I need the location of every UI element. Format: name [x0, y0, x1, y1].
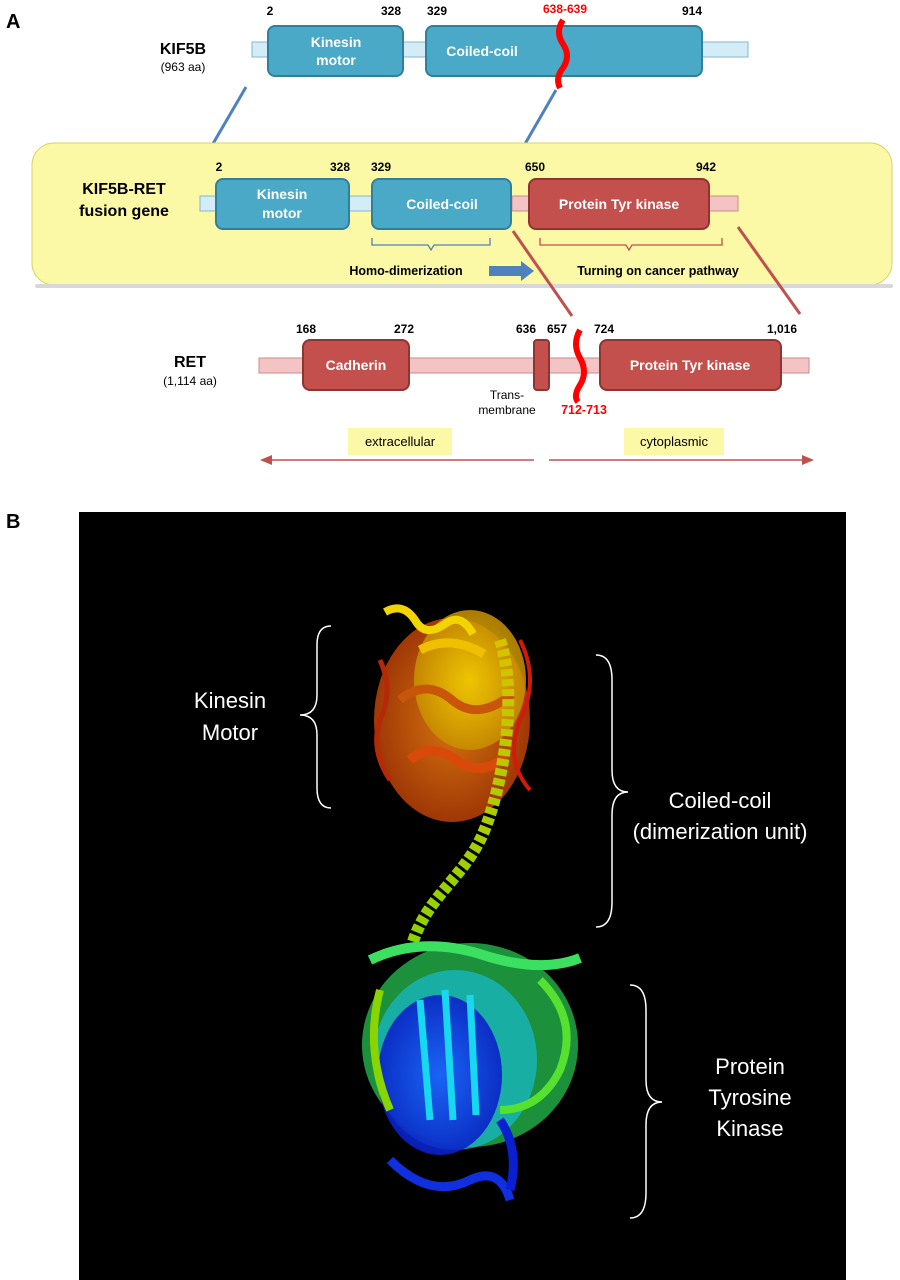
fusion-kinase-label: Protein Tyr kinase: [559, 196, 680, 212]
kinesin-motor-brace: [299, 625, 332, 809]
fusion-motor-label-2: motor: [262, 205, 302, 221]
ret-kinase-domain: [599, 339, 782, 391]
kif5b-pos-914: 914: [682, 4, 702, 18]
fusion-name-2: fusion gene: [79, 203, 169, 220]
panel-b-label: B: [6, 511, 20, 533]
ret-kinase-label: Protein Tyr kinase: [630, 357, 751, 373]
cytoplasmic-highlight: [624, 428, 724, 455]
kinesin-motor-label-1: Kinesin: [194, 688, 266, 713]
kif5b-coil-label: Coiled-coil: [446, 43, 518, 59]
ret-pos-272: 272: [394, 322, 414, 336]
kif5b-length: (963 aa): [161, 60, 206, 74]
ret-pos-1016: 1,016: [767, 322, 797, 336]
ret-length: (1,114 aa): [163, 374, 217, 388]
ret-pos-657: 657: [547, 322, 567, 336]
ret-break-label: 712-713: [561, 403, 607, 417]
kinesin-motor-label-2: Motor: [202, 720, 258, 745]
ret-cadherin-label: Cadherin: [326, 357, 387, 373]
panel-a-label: A: [6, 11, 20, 33]
fusion-kinesin-motor-domain: [215, 178, 350, 230]
kinase-label-2: Tyrosine: [708, 1085, 791, 1110]
ret-cadherin-domain: [302, 339, 410, 391]
extracellular-highlight: [348, 428, 452, 455]
kif5b-pos-329: 329: [427, 4, 447, 18]
ret-transmembrane-domain: [533, 339, 550, 391]
kif5b-break-mark: [555, 18, 570, 90]
kif5b-pos-2: 2: [267, 4, 274, 18]
cancer-pathway-label: Turning on cancer pathway: [577, 264, 739, 278]
fusion-kinase-domain: [528, 178, 710, 230]
coiled-coil-label-1: Coiled-coil: [669, 788, 772, 813]
fusion-name-1: KIF5B-RET: [82, 181, 166, 198]
kinase-label-3: Kinase: [716, 1116, 783, 1141]
fusion-pos-328: 328: [330, 160, 350, 174]
extracellular-label: extracellular: [365, 434, 436, 449]
ret-connector-left: [511, 230, 574, 317]
homo-dimerization-bracket: [371, 238, 491, 252]
kif5b-pos-328: 328: [381, 4, 401, 18]
kinase-brace: [629, 984, 663, 1219]
fusion-coil-label: Coiled-coil: [406, 196, 478, 212]
ret-name: RET: [174, 354, 206, 371]
fusion-pos-942: 942: [696, 160, 716, 174]
cytoplasmic-label: cytoplasmic: [640, 434, 708, 449]
kif5b-motor-label-1: Kinesin: [311, 34, 362, 50]
kif5b-kinesin-motor-domain: [267, 25, 404, 77]
cancer-pathway-bracket: [539, 238, 723, 252]
kinase-label-1: Protein: [715, 1054, 785, 1079]
ret-transmembrane-label-2: membrane: [478, 403, 536, 417]
ret-pos-724: 724: [594, 322, 614, 336]
coiled-coil-label-2: (dimerization unit): [633, 819, 808, 844]
coiled-coil-brace: [595, 654, 629, 928]
protein-structure-image: [362, 604, 582, 1202]
fusion-pos-2: 2: [216, 160, 223, 174]
fusion-pos-650: 650: [525, 160, 545, 174]
fusion-motor-label-1: Kinesin: [257, 186, 308, 202]
kif5b-motor-label-2: motor: [316, 52, 356, 68]
fusion-pos-329: 329: [371, 160, 391, 174]
ret-pos-636: 636: [516, 322, 536, 336]
ret-connector-right: [736, 226, 802, 315]
ret-transmembrane-label-1: Trans-: [490, 388, 524, 402]
ret-pos-168: 168: [296, 322, 316, 336]
kif5b-break-label: 638-639: [543, 2, 587, 16]
ret-break-mark: [572, 328, 587, 404]
fusion-coiled-coil-domain: [371, 178, 512, 230]
homo-to-cancer-arrow: [489, 261, 534, 281]
kif5b-name: KIF5B: [160, 41, 206, 58]
homo-dimerization-label: Homo-dimerization: [349, 264, 462, 278]
